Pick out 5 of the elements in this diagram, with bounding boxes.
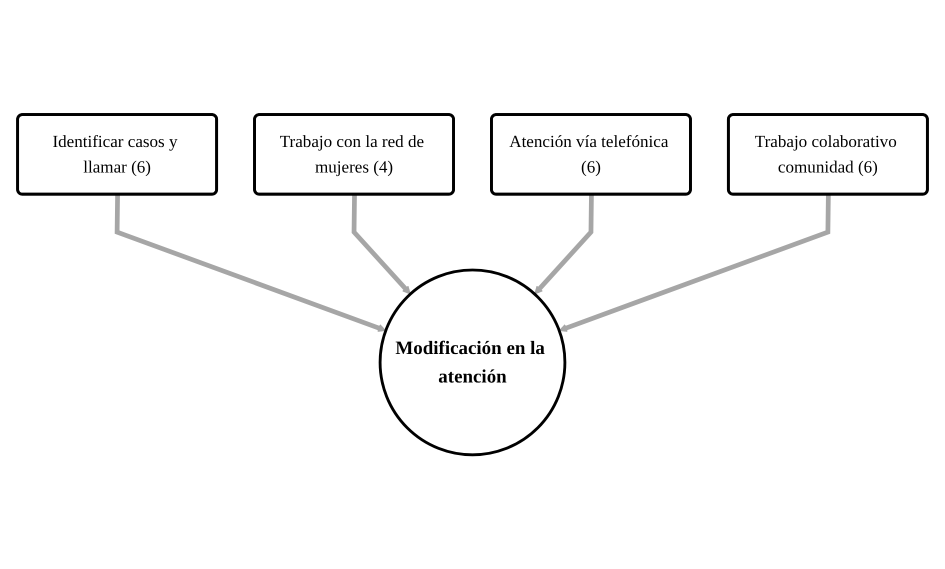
arrow: [534, 194, 594, 294]
node-circle: Modificación en la atención: [378, 268, 566, 456]
arrow: [114, 194, 386, 332]
arrow: [558, 194, 831, 332]
arrow: [352, 194, 411, 294]
